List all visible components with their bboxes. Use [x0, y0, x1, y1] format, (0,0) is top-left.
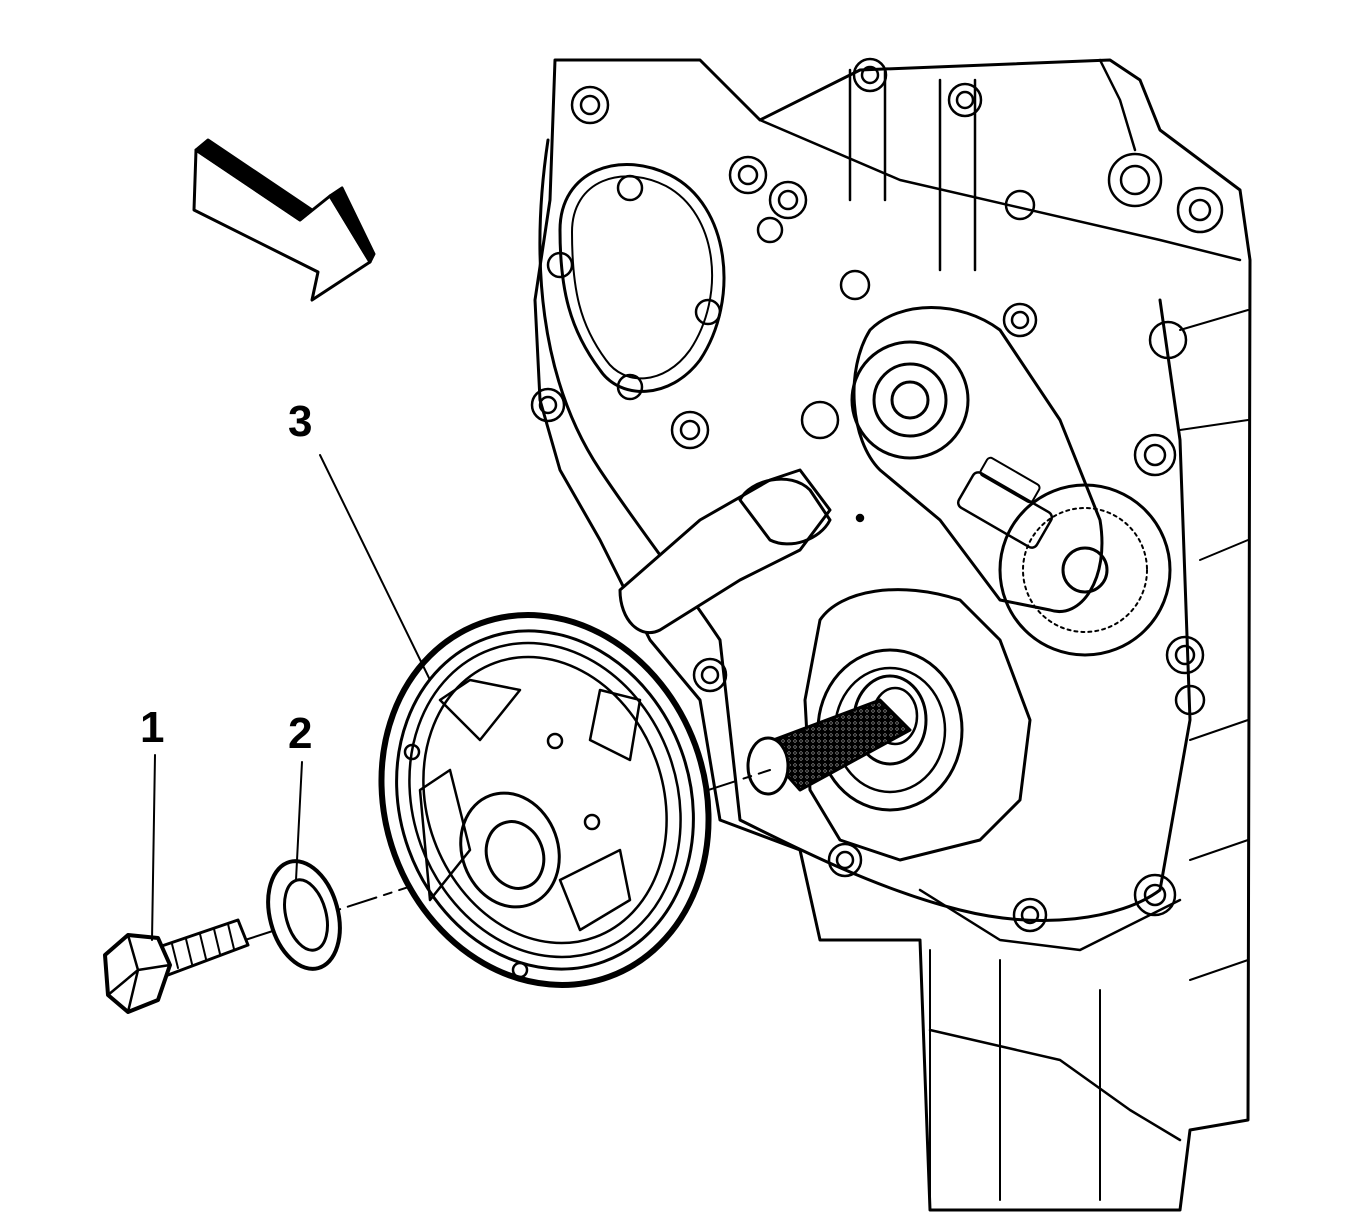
- washer: [266, 859, 342, 971]
- balancer-bolt: [103, 918, 250, 1014]
- cover-bolts: [530, 57, 1224, 933]
- crankshaft-hub: [746, 588, 1032, 862]
- camshaft-cover: [558, 162, 726, 393]
- callout-3: 3: [288, 397, 313, 446]
- crankshaft-balancer: [378, 612, 712, 988]
- engine-front-cover: [533, 58, 1252, 1212]
- view-direction-arrow-icon: [192, 138, 376, 302]
- callout-2: 2: [288, 709, 313, 758]
- belt-tensioner: [850, 306, 1172, 657]
- callout-1: 1: [140, 703, 165, 752]
- crankshaft-position-sensor: [618, 468, 832, 634]
- leader-lines: [151, 454, 431, 941]
